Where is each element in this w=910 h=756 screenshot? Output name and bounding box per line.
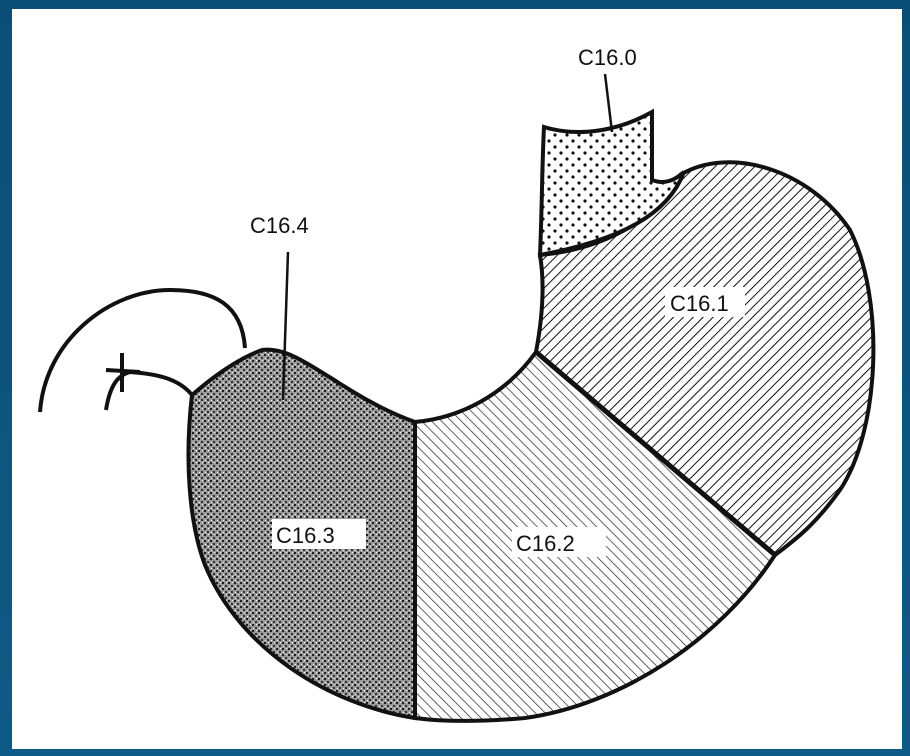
- label-c160: C16.0: [578, 45, 637, 70]
- label-c164: C16.4: [250, 213, 309, 238]
- label-c161: C16.1: [670, 291, 729, 316]
- label-c163: C16.3: [276, 523, 335, 548]
- label-c162: C16.2: [516, 531, 575, 556]
- leader-cardia: [605, 74, 612, 132]
- duodenum-inner: [106, 372, 192, 410]
